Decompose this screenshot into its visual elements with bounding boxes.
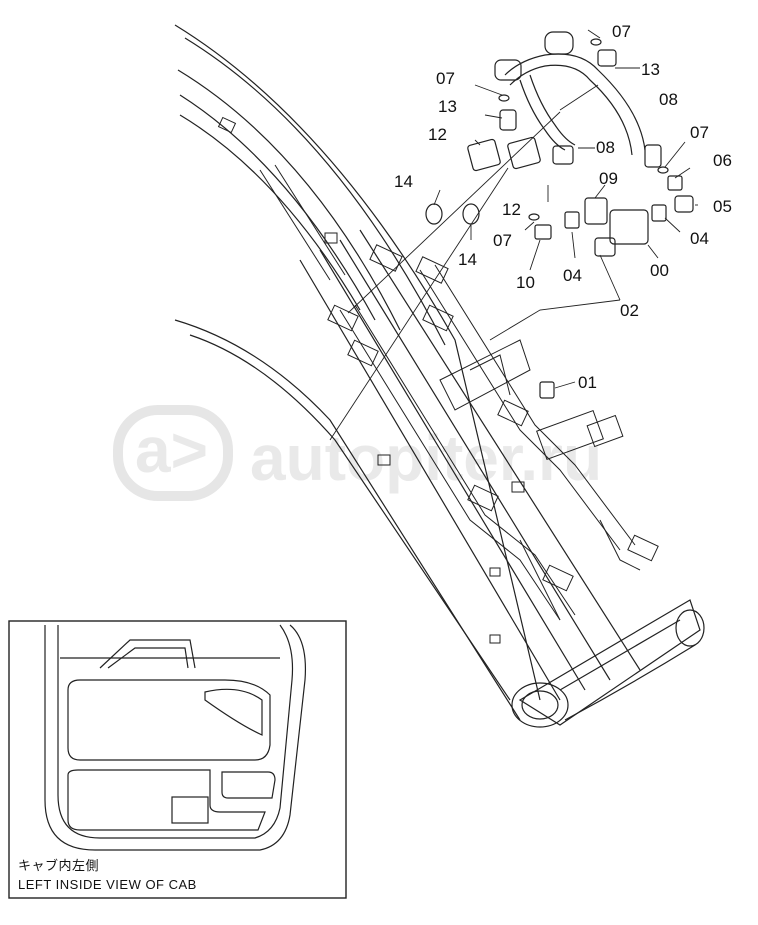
callout-label: 09 <box>599 169 618 188</box>
valve-00 <box>609 209 649 245</box>
callout-label: 07 <box>690 123 709 142</box>
callout-label: 12 <box>502 200 521 219</box>
leader-lines <box>208 29 698 813</box>
callout-label: 08 <box>659 90 678 109</box>
mounting-bracket <box>439 339 531 411</box>
plug-02 <box>594 237 616 257</box>
boom-edge-top <box>174 24 541 701</box>
callout-label: 13 <box>641 60 660 79</box>
inset-caption-en: LEFT INSIDE VIEW OF CAB <box>18 877 197 892</box>
callout-label: 14 <box>458 250 477 269</box>
callout-label: 01 <box>578 373 597 392</box>
bolt-01 <box>539 381 555 399</box>
boom-foot-plate <box>518 599 701 726</box>
elbow-09 <box>584 197 608 225</box>
clamp-12-right <box>507 136 541 170</box>
clamp-12-left <box>467 138 501 172</box>
callout-label: 12 <box>428 125 447 144</box>
cab-panel-lower <box>67 769 266 831</box>
callout-labels: 07 13 07 13 12 08 08 07 06 14 09 05 12 0… <box>300 22 732 823</box>
callout-label: 10 <box>516 273 535 292</box>
callout-label: 07 <box>493 231 512 250</box>
boom-hoses <box>217 116 659 644</box>
callout-label: 05 <box>713 197 732 216</box>
inset-caption-jp: キャブ内左側 <box>18 858 99 873</box>
callout-label: 02 <box>620 301 639 320</box>
callout-label: 04 <box>690 229 709 248</box>
boom-structure <box>174 24 705 728</box>
elbow-fitting-upper <box>494 59 522 81</box>
callout-label: 07 <box>612 22 631 41</box>
cab-handle <box>99 639 196 669</box>
cab-window-upper <box>67 679 271 761</box>
callout-label: 07 <box>436 69 455 88</box>
fitting-14-left <box>425 203 443 225</box>
boom-edge-bottom <box>174 319 521 721</box>
hose-08-upper <box>504 53 646 151</box>
callout-label: 06 <box>713 151 732 170</box>
callout-label: 08 <box>596 138 615 157</box>
callout-label: 04 <box>563 266 582 285</box>
watermark-logo-glyph: a> <box>135 414 208 486</box>
fitting-14-right <box>462 203 480 225</box>
boom-foot-pin <box>511 682 569 728</box>
cab-door-outline <box>44 624 307 851</box>
inset-cab-view: キャブ内左側 LEFT INSIDE VIEW OF CAB <box>8 620 347 899</box>
hose-assembly <box>425 31 694 399</box>
part-19-box <box>171 796 209 824</box>
callout-label: 14 <box>394 172 413 191</box>
watermark: a> autopiter.ru <box>113 405 602 501</box>
callout-label: 13 <box>438 97 457 116</box>
hose-08-lower <box>519 79 566 151</box>
watermark-logo-icon <box>113 405 233 501</box>
callout-label: 00 <box>650 261 669 280</box>
leader-08-boom <box>347 111 561 314</box>
